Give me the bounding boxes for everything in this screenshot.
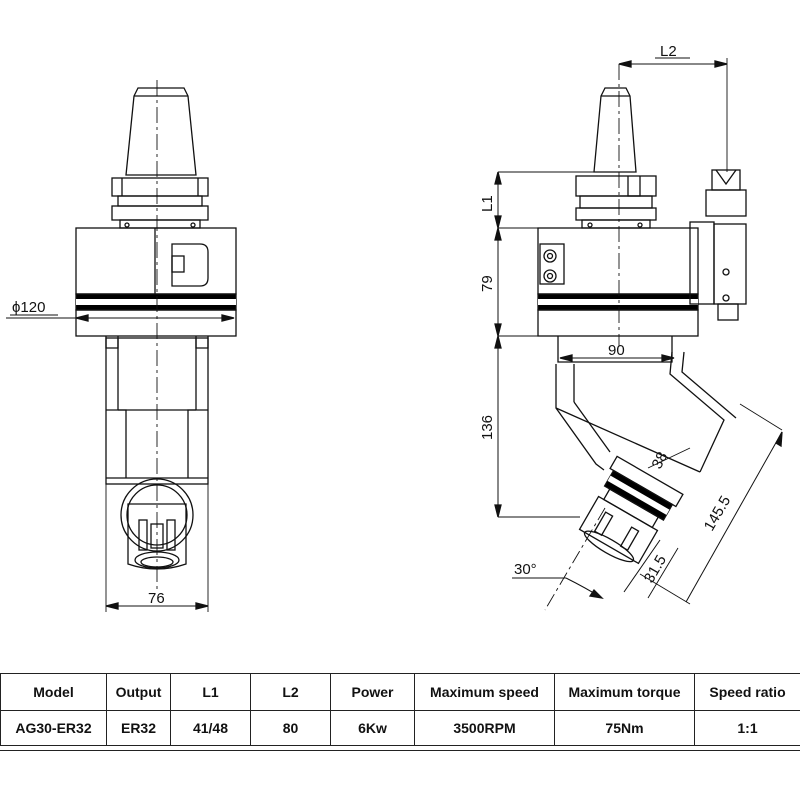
side-view <box>537 87 747 565</box>
header-max-torque: Maximum torque <box>554 673 695 711</box>
cell-l2: 80 <box>250 710 331 746</box>
dim-width-left: 76 <box>148 590 165 607</box>
header-power: Power <box>330 673 415 711</box>
dim-l2: L2 <box>660 43 677 60</box>
header-l1: L1 <box>170 673 251 711</box>
dim-79: 79 <box>479 275 496 292</box>
spec-data-row: AG30-ER32 ER32 41/48 80 6Kw 3500RPM 75Nm… <box>0 710 800 746</box>
cell-power: 6Kw <box>330 710 415 746</box>
cell-model: AG30-ER32 <box>0 710 107 746</box>
dim-90: 90 <box>608 342 625 359</box>
spec-header-row: Model Output L1 L2 Power Maximum speed M… <box>0 673 800 711</box>
dim-angle: 30° <box>514 561 537 578</box>
bottom-rule <box>0 750 800 751</box>
header-l2: L2 <box>250 673 331 711</box>
front-view <box>75 87 237 570</box>
header-model: Model <box>0 673 107 711</box>
spec-table: Model Output L1 L2 Power Maximum speed M… <box>0 673 800 746</box>
dim-diameter: ϕ120 <box>12 299 45 316</box>
cell-max-torque: 75Nm <box>554 710 695 746</box>
header-speed-ratio: Speed ratio <box>694 673 800 711</box>
dim-l1: L1 <box>479 195 496 212</box>
cell-speed-ratio: 1:1 <box>694 710 800 746</box>
cell-output: ER32 <box>106 710 171 746</box>
dim-136: 136 <box>479 415 496 440</box>
header-output: Output <box>106 673 171 711</box>
cell-max-speed: 3500RPM <box>414 710 555 746</box>
dim-38: 38 <box>649 449 672 472</box>
technical-drawing: ϕ120 76 L2 L1 79 90 136 38 145.5 31.5 30… <box>6 43 783 612</box>
cell-l1: 41/48 <box>170 710 251 746</box>
dim-145: 145.5 <box>701 493 734 534</box>
header-max-speed: Maximum speed <box>414 673 555 711</box>
